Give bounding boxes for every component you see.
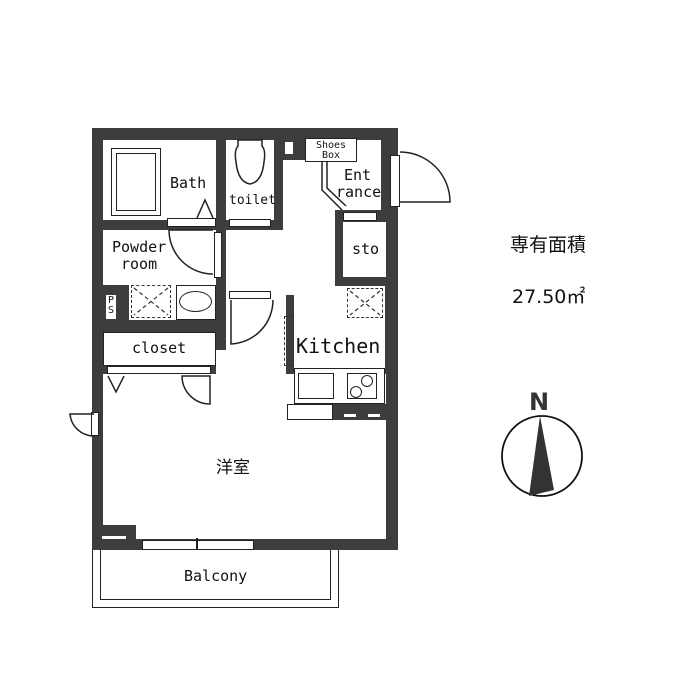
front-door-swing-icon	[399, 151, 451, 203]
hallway-lower	[226, 230, 286, 295]
balcony-label: Balcony	[184, 567, 248, 585]
entrance-sill	[343, 212, 377, 221]
bathtub-inner	[116, 153, 156, 211]
window-mullion	[196, 538, 198, 552]
closet	[103, 332, 216, 366]
shoes-box-label-2: Box	[321, 150, 341, 161]
bath-sill	[167, 218, 216, 227]
closet-label: closet	[132, 339, 187, 357]
storage-room	[343, 222, 386, 277]
compass-north-label: N	[529, 388, 550, 416]
compass: N	[500, 388, 590, 498]
kitchen-vent-x-icon	[349, 290, 381, 316]
burner-1-icon	[361, 375, 373, 387]
kitchen-partition	[284, 316, 294, 366]
western-room-label: 洋室	[216, 458, 250, 478]
toilet-icon	[234, 139, 266, 185]
toilet-label: toilet	[229, 193, 276, 208]
wash-basin-icon	[179, 291, 212, 312]
kitchen-wall-dash-1	[344, 414, 356, 417]
closet-sill	[107, 366, 211, 374]
pillar-dash	[102, 536, 126, 539]
western-room-right	[287, 420, 386, 539]
shoes-box-label-1: Shoes	[315, 140, 347, 151]
left-door-frame	[91, 412, 99, 436]
compass-icon	[501, 415, 583, 497]
small-niche	[285, 142, 293, 154]
powder-room-label-1: Powder	[112, 238, 167, 256]
kitchen-sink-icon	[298, 373, 334, 399]
kitchen-wall-dash-2	[368, 414, 380, 417]
kitchen-label: Kitchen	[296, 334, 381, 358]
shoes-box	[305, 138, 357, 162]
toilet-sill	[229, 219, 271, 227]
ps-label-1: P	[107, 295, 115, 306]
closet-door-icon	[107, 375, 125, 394]
entrance-label-2: rance	[336, 183, 382, 201]
washing-machine-x-icon	[133, 287, 169, 316]
powder-door-swing-icon	[168, 229, 214, 275]
area-value: 27.50㎡	[512, 286, 586, 308]
kitchen-vent	[347, 288, 383, 318]
front-door-frame	[390, 155, 400, 207]
powder-door-frame	[214, 232, 222, 278]
entrance-step	[321, 162, 347, 211]
hallway-bottom	[226, 295, 286, 350]
closet-door-swing-icon	[181, 375, 211, 405]
pipe-space	[106, 295, 116, 319]
balcony-inner	[100, 550, 331, 600]
washing-machine-pan	[131, 285, 171, 318]
bath-label: Bath	[170, 174, 207, 192]
bath-door-icon	[196, 198, 214, 219]
powder-room-label-2: room	[121, 255, 158, 273]
hall-door-frame	[229, 291, 271, 299]
left-door-swing-icon	[69, 413, 95, 437]
kitchen-lower-sill	[287, 404, 333, 420]
ps-label-2: S	[107, 305, 115, 316]
balcony-window	[142, 540, 254, 550]
burner-2-icon	[350, 386, 362, 398]
area-label: 専有面積	[510, 234, 587, 256]
hall-door-swing-icon	[230, 299, 274, 345]
entrance-label-1: Ent	[344, 166, 372, 184]
western-room-hall	[216, 350, 286, 380]
storage-label: sto	[352, 240, 380, 258]
